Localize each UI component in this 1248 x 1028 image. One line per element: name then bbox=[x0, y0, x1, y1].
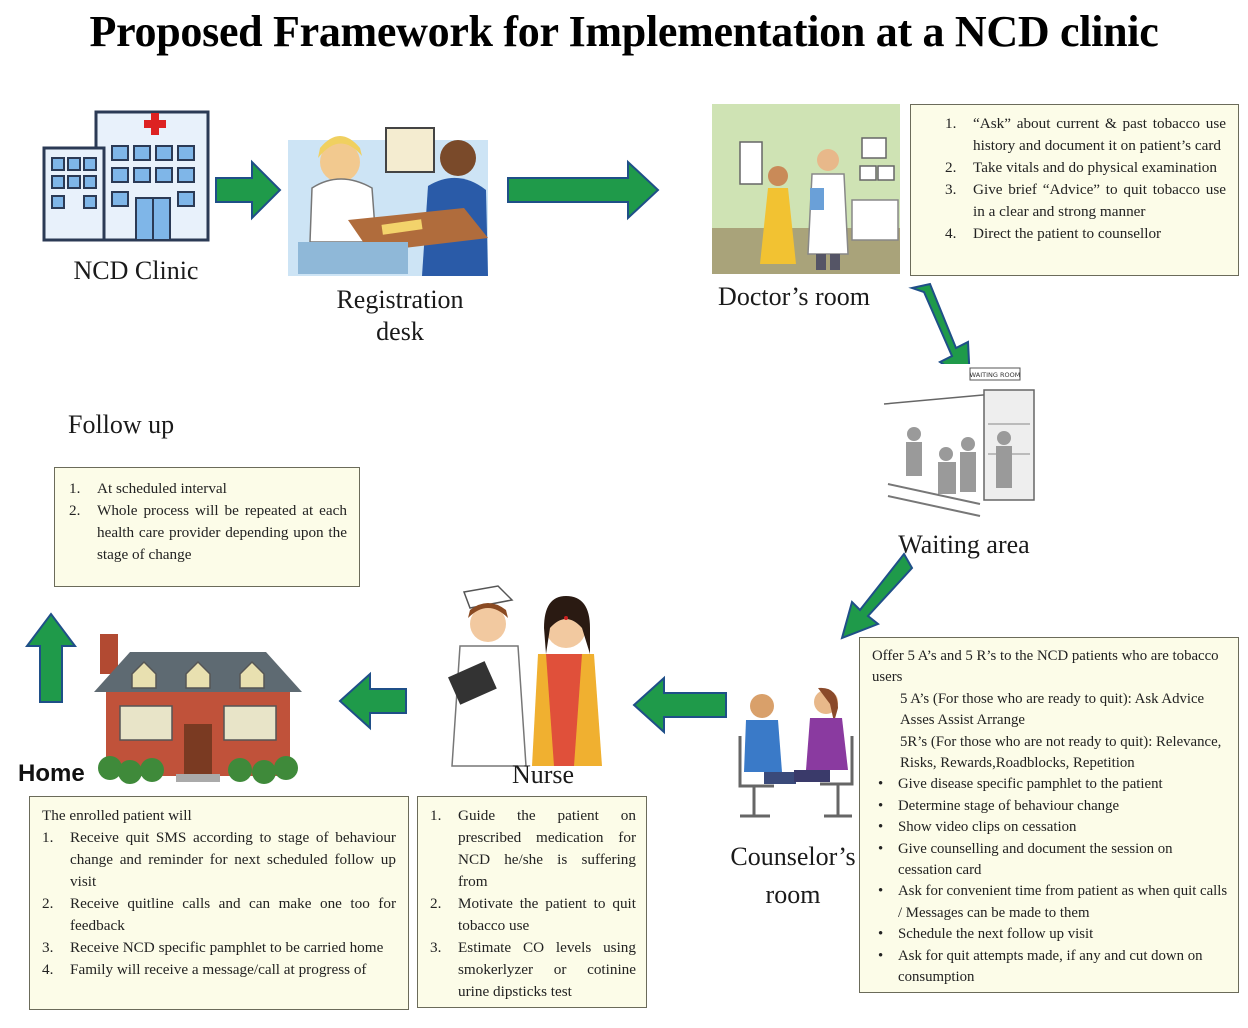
hospital-icon bbox=[42, 110, 210, 242]
list-item: 2.Receive quitline calls and can make on… bbox=[42, 895, 396, 934]
follow-up-label: Follow up bbox=[68, 410, 175, 439]
arrow-right-icon bbox=[507, 159, 660, 221]
home-tasks-box: The enrolled patient will 1.Receive quit… bbox=[29, 796, 409, 1010]
list-item: •Ask for quit attempts made, if any and … bbox=[878, 947, 1203, 986]
list-item: 3.Give brief “Advice” to quit tobacco us… bbox=[945, 181, 1226, 220]
counselor-label-line1: Counselor’s bbox=[730, 842, 856, 871]
ncd-clinic-label: NCD Clinic bbox=[73, 256, 199, 285]
doctor-tasks-box: 1.“Ask” about current & past tobacco use… bbox=[910, 104, 1239, 276]
counselor-five-rs: 5R’s (For those who are not ready to qui… bbox=[900, 733, 1222, 772]
nurse-tasks-box: 1.Guide the patient on prescribed medica… bbox=[417, 796, 647, 1008]
home-label: Home bbox=[18, 760, 85, 787]
counselor-label-line2: room bbox=[765, 880, 821, 909]
list-item: 4.Direct the patient to counsellor bbox=[945, 225, 1162, 242]
list-item: 2.Whole process will be repeated at each… bbox=[69, 502, 347, 563]
page-title: Proposed Framework for Implementation at… bbox=[89, 7, 1159, 56]
counselor-tasks-box: Offer 5 A’s and 5 R’s to the NCD patient… bbox=[859, 637, 1239, 993]
waiting-area-icon: WAITING ROOM bbox=[883, 364, 1044, 532]
registration-desk-icon bbox=[288, 127, 488, 276]
registration-label-line1: Registration bbox=[336, 285, 464, 314]
doctor-room-icon bbox=[712, 104, 900, 274]
list-item: 1.Guide the patient on prescribed medica… bbox=[430, 807, 636, 890]
arrow-left-icon bbox=[632, 675, 727, 735]
nurse-label: Nurse bbox=[511, 760, 575, 789]
list-item: 1.“Ask” about current & past tobacco use… bbox=[945, 115, 1226, 154]
arrow-left-icon bbox=[338, 671, 407, 731]
list-item: •Give counselling and document the sessi… bbox=[878, 840, 1173, 879]
home-tasks-list: 1.Receive quit SMS according to stage of… bbox=[42, 827, 396, 981]
list-item: •Ask for convenient time from patient as… bbox=[878, 883, 1228, 921]
counselor-room-label: Counselor’s room bbox=[716, 838, 870, 914]
list-item: 4.Family will receive a message/call at … bbox=[42, 961, 367, 978]
home-intro: The enrolled patient will bbox=[42, 807, 192, 824]
counselor-room-icon bbox=[738, 687, 854, 818]
registration-desk-label: Registration desk bbox=[300, 284, 500, 348]
list-item: •Show video clips on cessation bbox=[878, 819, 1077, 836]
list-item: 1.At scheduled interval bbox=[69, 480, 227, 497]
waiting-area-label: Waiting area bbox=[898, 530, 1030, 559]
list-item: •Schedule the next follow up visit bbox=[878, 926, 1094, 943]
arrow-up-icon bbox=[25, 612, 77, 703]
nurse-tasks-list: 1.Guide the patient on prescribed medica… bbox=[430, 805, 636, 1003]
follow-up-box: 1.At scheduled interval 2.Whole process … bbox=[54, 467, 360, 587]
counselor-intro: Offer 5 A’s and 5 R’s to the NCD patient… bbox=[872, 648, 1219, 686]
list-item: •Determine stage of behaviour change bbox=[878, 797, 1120, 814]
arrow-down-left-icon bbox=[840, 552, 914, 640]
house-icon bbox=[94, 634, 302, 784]
list-item: 3.Estimate CO levels using smokerlyzer o… bbox=[430, 939, 636, 1000]
nurse-icon bbox=[448, 585, 602, 767]
follow-up-list: 1.At scheduled interval 2.Whole process … bbox=[69, 478, 347, 566]
list-item: 3.Receive NCD specific pamphlet to be ca… bbox=[42, 939, 384, 956]
arrow-right-icon bbox=[215, 159, 282, 221]
list-item: 1.Receive quit SMS according to stage of… bbox=[42, 829, 396, 890]
doctor-tasks-list: 1.“Ask” about current & past tobacco use… bbox=[945, 113, 1226, 245]
doctor-room-label: Doctor’s room bbox=[718, 282, 870, 311]
list-item: •Give disease specific pamphlet to the p… bbox=[878, 776, 1163, 793]
list-item: 2.Motivate the patient to quit tobacco u… bbox=[430, 895, 636, 934]
counselor-bullets: •Give disease specific pamphlet to the p… bbox=[872, 774, 1228, 988]
counselor-five-as: 5 A’s (For those who are ready to quit):… bbox=[900, 690, 1205, 729]
registration-label-line2: desk bbox=[376, 317, 424, 346]
list-item: 2.Take vitals and do physical examinatio… bbox=[945, 159, 1217, 176]
waiting-room-sign: WAITING ROOM bbox=[970, 371, 1021, 379]
